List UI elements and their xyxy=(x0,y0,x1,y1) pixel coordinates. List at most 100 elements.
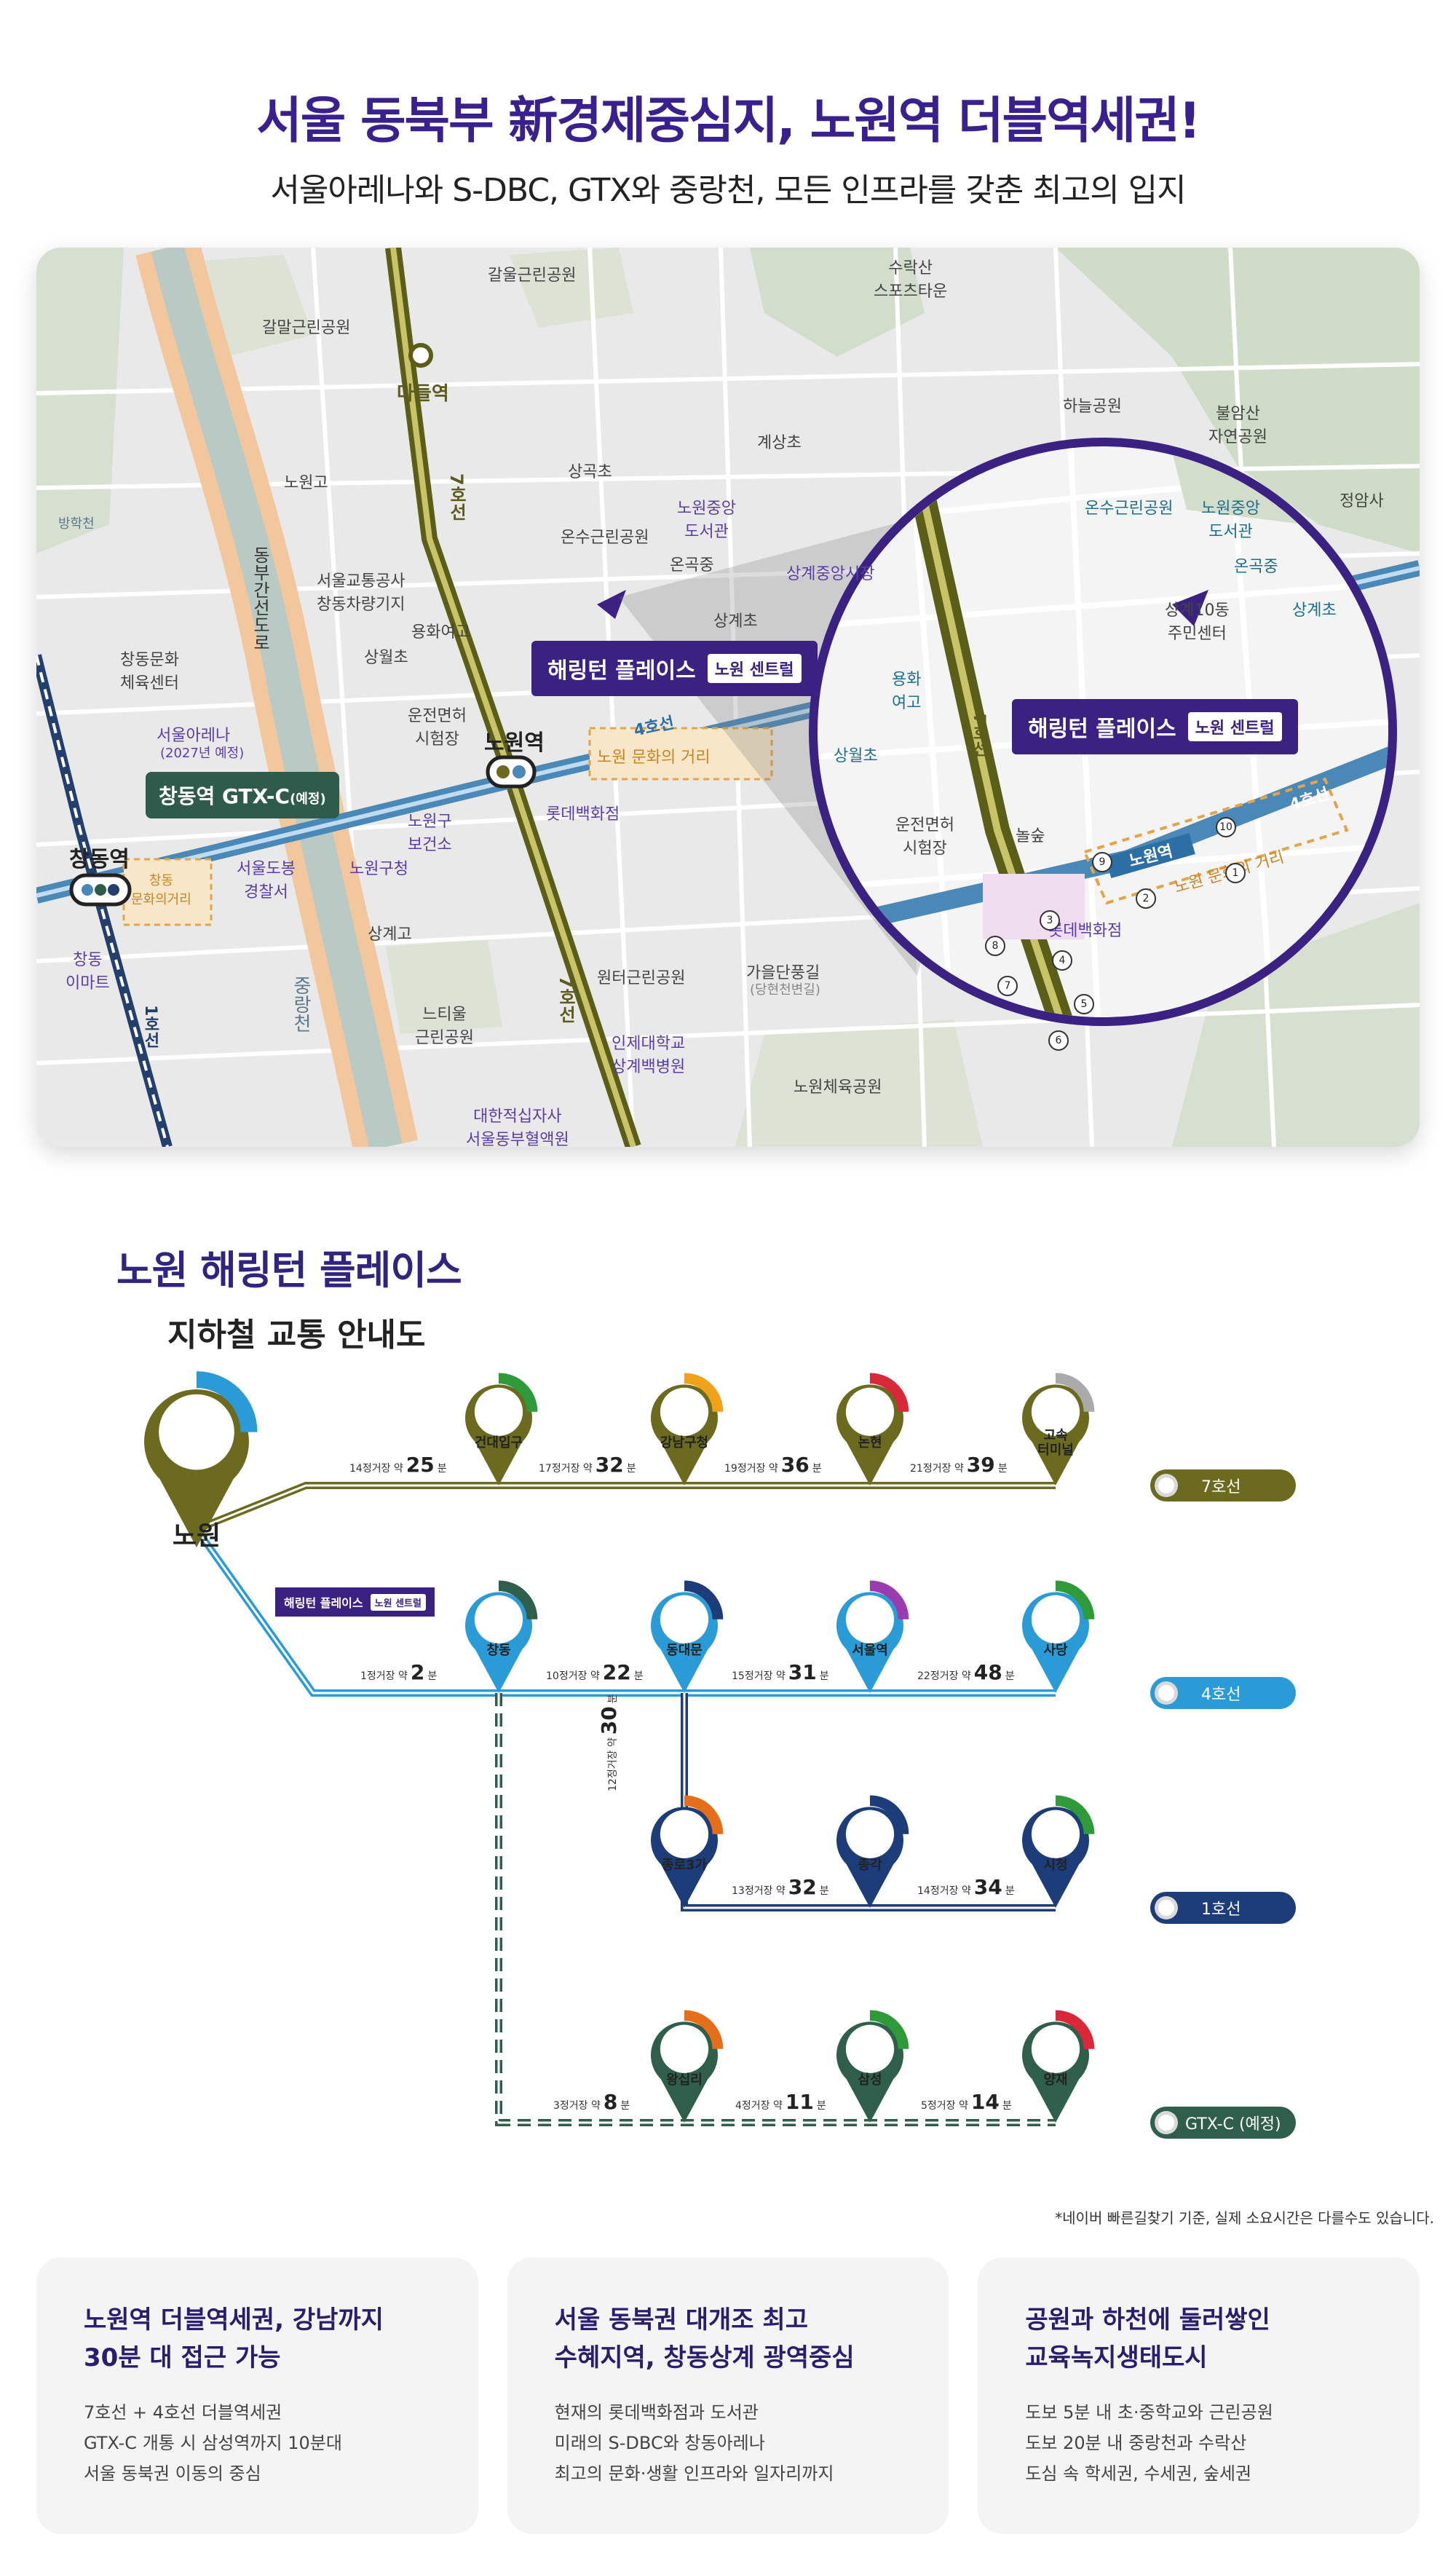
station-dongdaemun: 동대문 xyxy=(666,1643,703,1658)
label-sanggokcho: 상곡초 xyxy=(568,463,612,481)
pin-gangnam-gu xyxy=(651,1373,724,1485)
label-haneul-park: 하늘공원 xyxy=(1063,398,1122,416)
station-nonhyeon: 논현 xyxy=(858,1435,882,1451)
pin-express xyxy=(1022,1373,1095,1485)
card-description: 7호선 + 4호선 더블역세권 GTX-C 개통 시 삼성역까지 10분대 서울… xyxy=(84,2402,342,2484)
inset-label-ongok: 온곡중 xyxy=(1234,558,1278,576)
label-wangrak: 방학천 xyxy=(58,516,95,532)
pin-origin-nowon xyxy=(144,1371,258,1547)
station-gangnam-gu: 강남구청 xyxy=(660,1435,709,1451)
card-description: 현재의 롯데백화점과 도서관 미래의 S-DBC와 창동아레나 최고의 문화·생… xyxy=(554,2402,834,2484)
label-inje-hospital: 인제대학교 상계백병원 xyxy=(612,1035,686,1076)
green-area-neuti xyxy=(386,939,502,1034)
inset-label-license: 운전면허 시험장 xyxy=(895,816,954,858)
label-nowon-gu-office: 노원구청 xyxy=(349,860,408,878)
inset-site-badge-name: 해링턴 플레이스 xyxy=(1028,717,1176,742)
inset-site-badge-tag: 노원 센트럴 xyxy=(1187,712,1282,741)
label-sanggyego: 상계고 xyxy=(368,926,412,944)
station-cityhall: 시청 xyxy=(1043,1858,1068,1873)
inset-exit-10: 10 xyxy=(1216,817,1236,837)
metro-line7 xyxy=(195,1482,1056,1533)
green-area-southeast xyxy=(1172,903,1420,1147)
label-jeongamsa: 정암사 xyxy=(1340,492,1384,510)
site-badge-tag: 노원 센트럴 xyxy=(707,654,802,683)
site-badge: 해링턴 플레이스 노원 센트럴 xyxy=(531,641,818,696)
pin-jonggak xyxy=(836,1795,909,1908)
location-map: 갈울근린공원 수락산 스포츠타운 갈말근린공원 마들역 하늘공원 불암산 자연공… xyxy=(36,248,1420,1147)
label-suraksan: 수락산 스포츠타운 xyxy=(874,259,948,301)
station-jonggak: 종각 xyxy=(858,1858,882,1873)
label-arena-year: (2027년 예정) xyxy=(160,746,245,761)
label-garuldan-sub: (당현천변길) xyxy=(750,982,820,998)
label-license-center: 운전면허 시험장 xyxy=(408,707,467,749)
card-title: 노원역 더블역세권, 강남까지 30분 대 접근 가능 xyxy=(84,2305,384,2372)
label-culture-street: 노원 문화의 거리 xyxy=(597,749,711,767)
footnote: *네이버 빠른길찾기 기준, 실제 소요시간은 다를수도 있습니다. xyxy=(1055,2209,1434,2227)
inset-site-badge: 해링턴 플레이스 노원 센트럴 xyxy=(1012,699,1298,754)
metro-site-tag-name: 해링턴 플레이스 xyxy=(284,1596,363,1610)
station-changdong: 창동 xyxy=(486,1643,511,1658)
label-onsu-park: 온수근린공원 xyxy=(561,529,649,547)
feature-card-nature: 공원과 하천에 둘러쌓인 교육녹지생태도시 도보 5분 내 초·중학교와 근린공… xyxy=(978,2257,1420,2534)
pin-samseong xyxy=(836,2010,909,2123)
inset-label-line7: 7호선 xyxy=(970,714,988,757)
map-drawing xyxy=(36,248,1420,1147)
inset-label-library: 노원중앙 도서관 xyxy=(1201,500,1260,541)
feature-card-transport: 노원역 더블역세권, 강남까지 30분 대 접근 가능 7호선 + 4호선 더블… xyxy=(36,2257,478,2534)
feature-card-development: 서울 동북권 대개조 최고 수혜지역, 창동상계 광역중심 현재의 롯데백화점과… xyxy=(507,2257,949,2534)
label-madeul-station: 마들역 xyxy=(397,383,449,405)
pin-cityhall xyxy=(1022,1795,1095,1908)
gtxc-badge: 창동역 GTX-C(예정) xyxy=(146,772,339,818)
station-konkuk: 건대입구 xyxy=(474,1435,523,1451)
inset-exit-1: 1 xyxy=(1225,863,1246,883)
gtxc-badge-sub: (예정) xyxy=(290,792,326,807)
label-changdong-culture: 창동문화 체육센터 xyxy=(120,651,179,692)
inset-culture-street xyxy=(1083,777,1349,905)
inset-label-onsu: 온수근린공원 xyxy=(1085,500,1174,518)
station-jongno3: 종로3가 xyxy=(661,1858,708,1873)
label-nowongo: 노원고 xyxy=(284,474,328,492)
subway-lines-svg xyxy=(144,1371,1095,2126)
inset-label-sangwolcho: 상월초 xyxy=(834,747,878,765)
label-line7-north: 7호선 xyxy=(446,473,467,521)
pin-seoul xyxy=(836,1580,909,1693)
label-sangwolcho: 상월초 xyxy=(364,649,408,667)
inset-exit-6: 6 xyxy=(1048,1030,1069,1051)
metro-site-tag: 해링턴 플레이스 노원 센트럴 xyxy=(275,1587,435,1617)
label-garuldan: 가을단풍길 xyxy=(746,964,820,982)
label-wonteo-park: 원터근린공원 xyxy=(597,969,686,987)
river-jungnangcheon xyxy=(151,248,403,1147)
label-sanggyecho: 상계초 xyxy=(713,612,758,631)
label-galwol-park: 갈울근린공원 xyxy=(488,267,577,285)
pin-sadang xyxy=(1022,1580,1095,1693)
inset-exit-3: 3 xyxy=(1040,910,1060,931)
label-highway: 동부간선도로 xyxy=(250,546,270,651)
inset-label-nolsup: 놀숲 xyxy=(1016,827,1045,845)
changdong-street-area xyxy=(122,858,213,926)
label-ongok: 온곡중 xyxy=(670,556,714,575)
origin-nowon-label: 노원 xyxy=(172,1521,221,1551)
metro-site-tag-sub: 노원 센트럴 xyxy=(370,1593,426,1611)
label-galmal-park: 갈말근린공원 xyxy=(262,319,351,337)
label-neuteul-park: 느티울 근린공원 xyxy=(415,1006,474,1047)
inset-lotte-area xyxy=(983,874,1085,939)
station-wangsimni: 왕십리 xyxy=(666,2072,703,2088)
label-changdong-street: 창동 문화의거리 xyxy=(131,873,191,907)
inset-label-lotte: 롯데백화점 xyxy=(1048,922,1123,940)
card-description: 도보 5분 내 초·중학교와 근린공원 도보 20분 내 중랑천과 수락산 도심… xyxy=(1025,2402,1273,2484)
label-lotte: 롯데백화점 xyxy=(546,805,620,824)
station-yangjae: 양재 xyxy=(1043,2072,1068,2088)
label-changdong-station: 창동역 xyxy=(69,847,130,872)
inset-exit-4: 4 xyxy=(1052,950,1072,971)
